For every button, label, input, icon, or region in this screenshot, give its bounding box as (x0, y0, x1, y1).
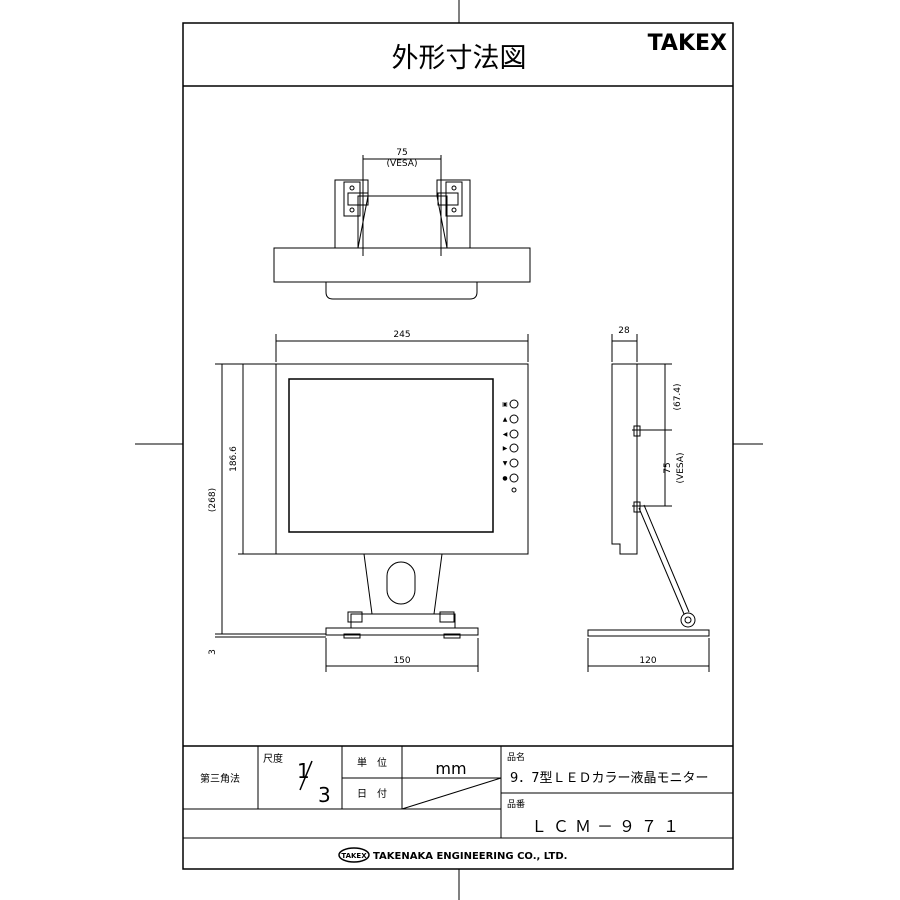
front-view (215, 334, 529, 672)
title-block (183, 745, 733, 863)
side-view (587, 334, 710, 672)
scale-label: 尺度 (263, 752, 283, 765)
brand-logo: TAKEX (648, 31, 727, 56)
dim-base-offset: 3 (208, 649, 218, 655)
company-logo: TAKEX (341, 852, 367, 860)
scale-denominator: 3 (318, 783, 331, 807)
unit-value: mm (435, 759, 466, 778)
dim-height: 186.6 (229, 446, 239, 472)
dim-overall-height: (268) (208, 488, 218, 512)
dim-base-depth: 120 (639, 656, 656, 666)
monitor-screen (288, 378, 494, 533)
product-number: ＬＣＭ－９７１ (531, 817, 685, 836)
projection-method: 第三角法 (200, 772, 240, 785)
button-symbol-menu: ▣ (502, 401, 508, 408)
date-label: 日 付 (357, 787, 387, 800)
dim-side-vesa-sub: (VESA) (676, 453, 686, 484)
button-symbol-down: ▼ (503, 460, 508, 467)
button-symbol-power: ● (502, 475, 507, 482)
dim-vesa-top: 75 (396, 148, 407, 158)
dim-depth: 28 (618, 326, 630, 336)
top-view (273, 155, 531, 300)
drawing-title: 外形寸法図 (392, 43, 527, 74)
dim-vesa-top-sub: (VESA) (387, 159, 418, 169)
dim-width: 245 (393, 330, 410, 340)
outer-frame (182, 22, 734, 870)
company-name: TAKENAKA ENGINEERING CO., LTD. (373, 851, 567, 862)
button-symbol-up: ▲ (503, 416, 508, 423)
button-symbol-right: ▶ (503, 445, 508, 452)
dim-side-upper: (67.4) (673, 383, 683, 410)
dim-base-width: 150 (393, 656, 410, 666)
scale-numerator: 1 (297, 759, 310, 783)
monitor-bezel (275, 363, 529, 555)
product-number-label: 品番 (507, 798, 525, 810)
product-name: 9．7型ＬＥＤカラー液晶モニター (510, 771, 709, 786)
unit-label: 単 位 (357, 756, 387, 769)
product-name-label: 品名 (507, 751, 525, 763)
button-symbol-left: ◀ (503, 431, 508, 438)
dim-side-vesa: 75 (663, 462, 673, 473)
